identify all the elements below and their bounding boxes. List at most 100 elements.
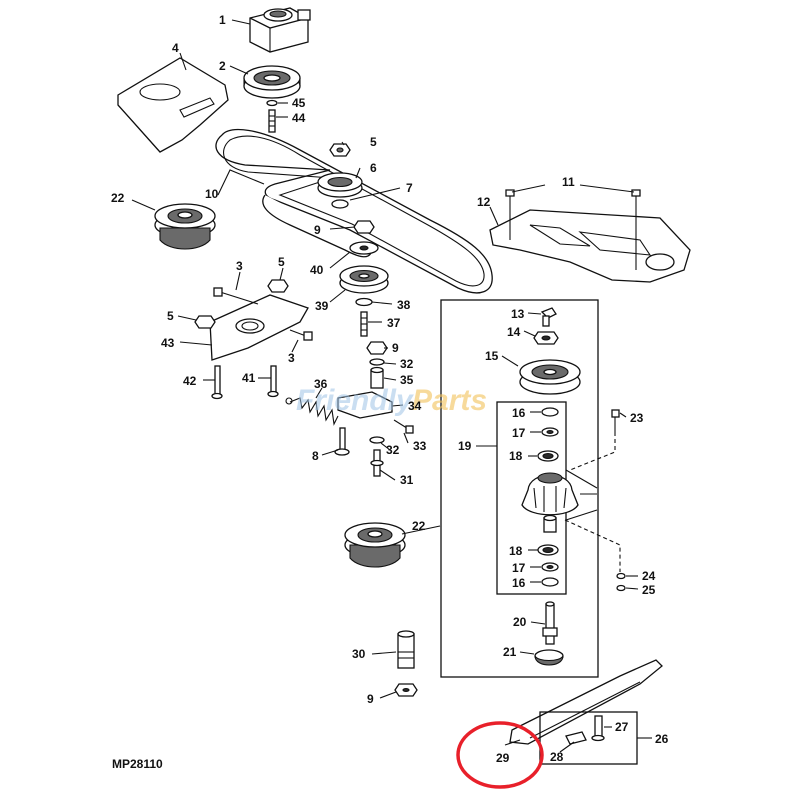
part-2-pulley[interactable] [243, 65, 301, 99]
part-23-bolt[interactable] [611, 409, 620, 432]
part-35-spacer[interactable] [370, 366, 384, 389]
callout-31[interactable]: 31 [400, 473, 414, 487]
part-16-seal-a[interactable] [541, 407, 559, 417]
callout-5b[interactable]: 5 [278, 255, 285, 269]
part-27-bolt[interactable] [591, 715, 605, 742]
part-9-nut-b[interactable] [366, 341, 388, 355]
part-21-hub[interactable] [534, 649, 564, 666]
callout-13[interactable]: 13 [511, 307, 525, 321]
callout-20[interactable]: 20 [513, 615, 527, 629]
part-8-bolt[interactable] [334, 427, 350, 456]
callout-45[interactable]: 45 [292, 96, 306, 110]
callout-35[interactable]: 35 [400, 373, 414, 387]
part-31-bolt[interactable] [370, 449, 384, 477]
callout-24[interactable]: 24 [642, 569, 656, 583]
part-25-washer[interactable] [616, 584, 626, 592]
part-6-idler-pulley[interactable] [317, 172, 363, 198]
part-4-belt-shield[interactable] [117, 57, 229, 153]
callout-21[interactable]: 21 [503, 645, 517, 659]
callout-25[interactable]: 25 [642, 583, 656, 597]
part-22-pulley-left[interactable] [154, 203, 216, 250]
callout-26[interactable]: 26 [655, 732, 669, 746]
callout-18b[interactable]: 18 [509, 544, 523, 558]
part-43-idler-arm[interactable] [209, 294, 309, 361]
part-15-pulley[interactable] [519, 359, 581, 395]
part-5-nut-top[interactable] [329, 143, 351, 157]
callout-17b[interactable]: 17 [512, 561, 526, 575]
callout-41[interactable]: 41 [242, 371, 256, 385]
part-spacer-inner[interactable] [543, 514, 557, 533]
part-42-bolt[interactable] [211, 365, 223, 400]
callout-6[interactable]: 6 [370, 161, 377, 175]
callout-34[interactable]: 34 [408, 399, 422, 413]
part-22-pulley-lower[interactable] [344, 522, 406, 568]
part-17-bearing-b[interactable] [541, 562, 559, 572]
part-37-bolt[interactable] [360, 311, 368, 337]
part-9-nut-c[interactable] [394, 683, 418, 697]
callout-14[interactable]: 14 [507, 325, 521, 339]
callout-2[interactable]: 2 [219, 59, 226, 73]
callout-9a[interactable]: 9 [314, 223, 321, 237]
callout-9c[interactable]: 9 [367, 692, 374, 706]
callout-32a[interactable]: 32 [400, 357, 414, 371]
callout-37[interactable]: 37 [387, 316, 401, 330]
part-38-washer[interactable] [355, 297, 373, 307]
callout-16a[interactable]: 16 [512, 406, 526, 420]
part-34-bracket[interactable] [337, 391, 393, 419]
callout-17a[interactable]: 17 [512, 426, 526, 440]
part-20-shaft[interactable] [542, 601, 558, 645]
callout-27[interactable]: 27 [615, 720, 629, 734]
part-45-washer[interactable] [266, 99, 278, 107]
callout-29[interactable]: 29 [496, 751, 510, 765]
callout-3b[interactable]: 3 [288, 351, 295, 365]
callout-5a[interactable]: 5 [370, 135, 377, 149]
callout-11[interactable]: 11 [562, 175, 575, 189]
part-18-bearing-a[interactable] [537, 450, 559, 462]
part-12-plate[interactable] [489, 209, 691, 283]
callout-43[interactable]: 43 [161, 336, 175, 350]
part-9-nut[interactable] [353, 220, 375, 234]
part-3-bolt-b[interactable] [289, 329, 313, 341]
callout-22b[interactable]: 22 [412, 519, 426, 533]
callout-9b[interactable]: 9 [392, 341, 399, 355]
callout-28[interactable]: 28 [550, 750, 564, 764]
callout-15[interactable]: 15 [485, 349, 499, 363]
part-26-blade[interactable] [509, 659, 663, 745]
callout-3a[interactable]: 3 [236, 259, 243, 273]
part-39-idler-pulley[interactable] [339, 265, 389, 294]
part-40-washer[interactable] [349, 241, 379, 255]
part-1-clutch[interactable] [249, 7, 311, 53]
part-10-belt[interactable] [215, 128, 493, 294]
callout-30[interactable]: 30 [352, 647, 366, 661]
callout-19[interactable]: 19 [458, 439, 472, 453]
callout-22a[interactable]: 22 [111, 191, 125, 205]
callout-23[interactable]: 23 [630, 411, 644, 425]
part-14-nut[interactable] [533, 331, 559, 345]
part-33-bolt[interactable] [393, 419, 414, 434]
part-29-item[interactable] [504, 739, 521, 746]
part-16-seal-b[interactable] [541, 577, 559, 587]
callout-38[interactable]: 38 [397, 298, 411, 312]
callout-10[interactable]: 10 [205, 187, 219, 201]
callout-12[interactable]: 12 [477, 195, 491, 209]
part-44-bolt[interactable] [268, 109, 276, 133]
part-28-washer[interactable] [565, 731, 587, 745]
callout-33[interactable]: 33 [413, 439, 427, 453]
part-18-bearing-b[interactable] [537, 544, 559, 556]
part-19-spindle-housing[interactable] [521, 472, 579, 516]
part-5-nut-b[interactable] [194, 315, 216, 329]
callout-7[interactable]: 7 [406, 181, 413, 195]
callout-42[interactable]: 42 [183, 374, 197, 388]
callout-36[interactable]: 36 [314, 377, 328, 391]
part-3-bolt-a[interactable] [213, 287, 259, 305]
callout-32b[interactable]: 32 [386, 443, 400, 457]
callout-8[interactable]: 8 [312, 449, 319, 463]
callout-1[interactable]: 1 [219, 13, 226, 27]
callout-44[interactable]: 44 [292, 111, 306, 125]
callout-18a[interactable]: 18 [509, 449, 523, 463]
callout-5c[interactable]: 5 [167, 309, 174, 323]
part-30-adapter[interactable] [397, 630, 415, 669]
part-7-spacer[interactable] [331, 199, 349, 209]
part-17-bearing-a[interactable] [541, 427, 559, 437]
part-32-washer-b[interactable] [369, 436, 385, 444]
